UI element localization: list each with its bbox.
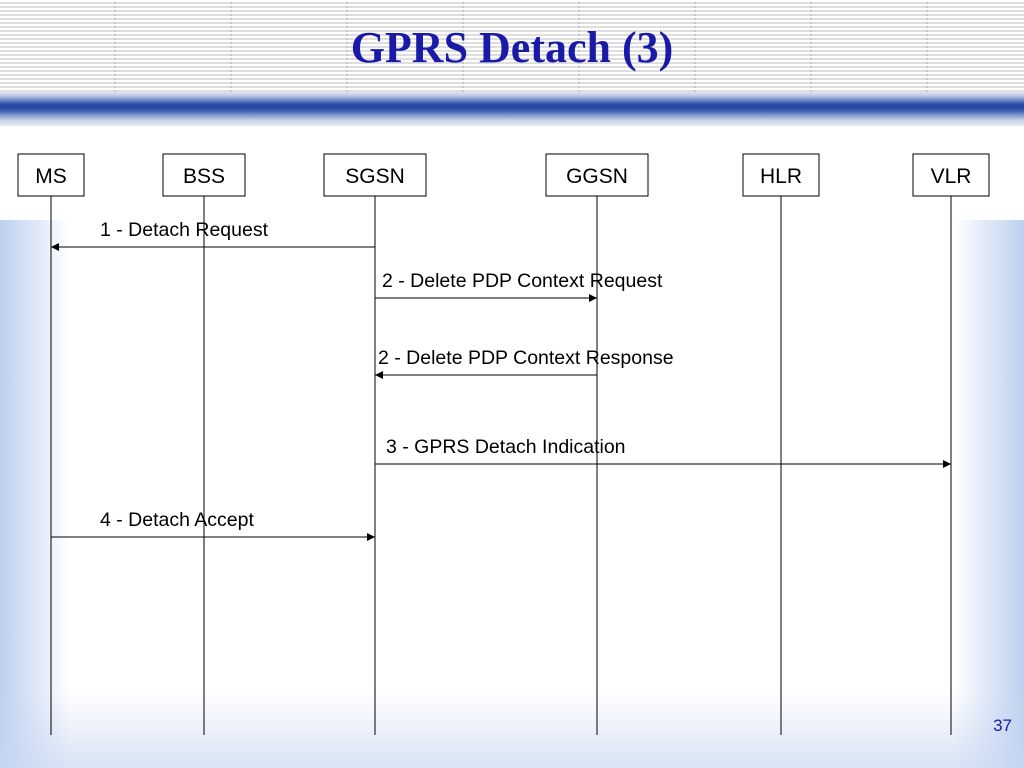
- entity-box-vlr: [912, 153, 990, 197]
- message-label-2: 2 - Delete PDP Context Request: [382, 270, 663, 292]
- entity-box-ggsn: [545, 153, 649, 197]
- header-rule: [0, 92, 1024, 126]
- entity-label-vlr: VLR: [931, 165, 972, 188]
- slide-title: GPRS Detach (3): [350, 23, 674, 72]
- message-label-4: 3 - GPRS Detach Indication: [386, 436, 626, 458]
- background-glow-bottom: [0, 690, 1024, 768]
- message-label-3: 2 - Delete PDP Context Response: [378, 347, 674, 369]
- entity-label-bss: BSS: [183, 165, 225, 188]
- entity-box-bss: [162, 153, 246, 197]
- message-label-5: 4 - Detach Accept: [100, 509, 254, 531]
- entity-box-hlr: [742, 153, 820, 197]
- entity-box-sgsn: [323, 153, 427, 197]
- entity-box-ms: [17, 153, 85, 197]
- entity-label-hlr: HLR: [760, 165, 802, 188]
- header-band: [0, 0, 1024, 94]
- background-glow-left: [0, 220, 70, 768]
- background-glow-right: [954, 220, 1024, 768]
- entity-label-sgsn: SGSN: [345, 165, 405, 188]
- message-label-1: 1 - Detach Request: [100, 219, 269, 241]
- entity-label-ggsn: GGSN: [566, 165, 628, 188]
- entity-label-ms: MS: [35, 165, 67, 188]
- page-number: 37: [993, 716, 1012, 735]
